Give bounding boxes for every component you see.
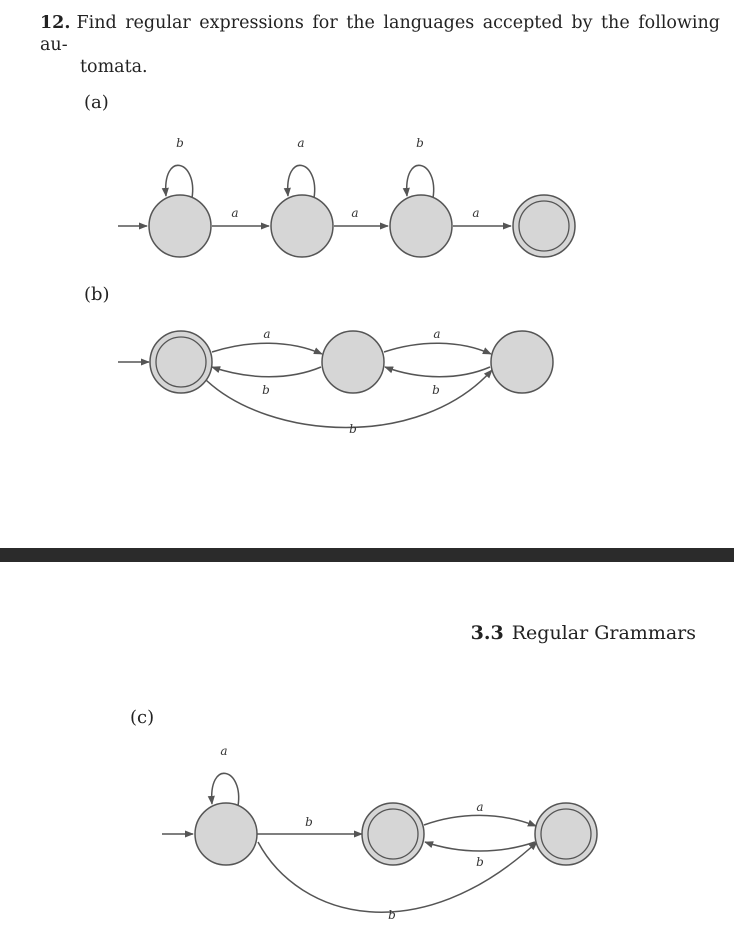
accept-ring <box>518 200 570 252</box>
accept-state <box>534 802 598 866</box>
state <box>194 802 258 866</box>
edge-label: b <box>262 383 270 397</box>
edge-label: a <box>472 206 479 220</box>
loop-label: a <box>297 136 304 150</box>
state <box>148 194 212 258</box>
problem-number: 12. <box>40 13 71 33</box>
self-loop <box>207 772 240 807</box>
state <box>270 194 334 258</box>
page-separator <box>0 548 734 562</box>
problem-text-line1: Find regular expressions for the languag… <box>40 13 720 55</box>
accept-state <box>361 802 425 866</box>
problem-text-line2: tomata. <box>80 57 148 77</box>
section-title: Regular Grammars <box>511 622 696 644</box>
edge-label: a <box>351 206 358 220</box>
automaton-a: b a b a a a <box>118 136 576 258</box>
accept-ring <box>155 336 207 388</box>
problem-statement: 12.Find regular expressions for the lang… <box>40 12 720 78</box>
accept-state <box>512 194 576 258</box>
part-c-label: (c) <box>130 707 155 728</box>
edge-label: a <box>433 327 440 341</box>
part-b-label: (b) <box>84 284 110 305</box>
forward-edge <box>423 814 537 827</box>
backward-edge <box>384 366 491 378</box>
self-loop <box>283 164 316 199</box>
edge-label: b <box>305 815 313 829</box>
page-bottom <box>0 562 734 927</box>
edge-label: b <box>476 855 484 869</box>
accept-ring <box>367 808 419 860</box>
self-loop <box>402 164 435 199</box>
accept-state <box>149 330 213 394</box>
running-head: 3.3 Regular Grammars <box>471 622 696 644</box>
edge-label: a <box>476 800 483 814</box>
state <box>490 330 554 394</box>
edge-label: b <box>349 422 357 436</box>
self-loop <box>161 164 194 199</box>
backward-edge <box>424 841 536 852</box>
section-number: 3.3 <box>470 622 504 644</box>
forward-edge <box>383 342 492 355</box>
automaton-b: a a b b b <box>118 327 554 436</box>
loop-label: b <box>176 136 184 150</box>
loop-label: a <box>220 744 227 758</box>
page-top <box>0 0 734 548</box>
forward-edge <box>211 342 323 355</box>
edge-label: a <box>231 206 238 220</box>
bypass-edge <box>205 369 493 429</box>
edge-label: b <box>388 908 396 922</box>
loop-label: b <box>416 136 424 150</box>
accept-ring <box>540 808 592 860</box>
backward-edge <box>211 366 322 378</box>
part-a-label: (a) <box>84 92 109 113</box>
state <box>389 194 453 258</box>
state <box>321 330 385 394</box>
bypass-edge <box>257 841 538 913</box>
edge-label: a <box>263 327 270 341</box>
edge-label: b <box>432 383 440 397</box>
